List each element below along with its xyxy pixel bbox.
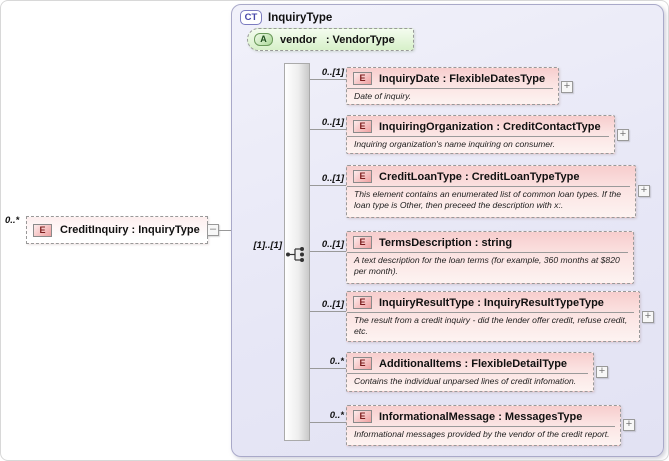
expand-icon[interactable]: +	[561, 81, 573, 93]
element-icon: E	[353, 120, 372, 133]
element-icon: E	[353, 296, 372, 309]
connector-line	[310, 311, 346, 312]
connector-line	[310, 422, 346, 423]
element-inquirydate[interactable]: E InquiryDate : FlexibleDatesType Date o…	[346, 67, 559, 105]
cardinality-label: 0..[1]	[321, 117, 344, 128]
element-annotation: The result from a credit inquiry - did t…	[354, 315, 628, 337]
element-label: InquiryDate : FlexibleDatesType	[379, 72, 546, 85]
element-annotation: Inquiring organization's name inquiring …	[354, 139, 556, 149]
element-additionalitems[interactable]: E AdditionalItems : FlexibleDetailType C…	[346, 352, 594, 392]
element-icon: E	[33, 223, 52, 237]
element-annotation: This element contains an enumerated list…	[354, 189, 622, 211]
element-creditloantype[interactable]: E CreditLoanType : CreditLoanTypeType Th…	[346, 165, 636, 218]
cardinality-label: 0..[1]	[321, 239, 344, 250]
expand-icon[interactable]: +	[642, 311, 654, 323]
element-termsdescription[interactable]: E TermsDescription : string A text descr…	[346, 231, 634, 284]
element-label: TermsDescription : string	[379, 236, 513, 249]
connector-line	[310, 368, 346, 369]
cardinality-label: 0..[1]	[321, 67, 344, 78]
element-label: CreditInquiry : InquiryType	[60, 224, 200, 236]
connector-line	[310, 251, 346, 252]
element-informationalmessage[interactable]: E InformationalMessage : MessagesType In…	[346, 405, 621, 446]
sequence-icon[interactable]	[285, 246, 309, 268]
attribute-label: vendor : VendorType	[280, 33, 395, 46]
cardinality-label: 0..[1]	[321, 299, 344, 310]
connector-line	[219, 230, 238, 231]
element-label: AdditionalItems : FlexibleDetailType	[379, 357, 568, 370]
cardinality-label: 0..*	[329, 356, 344, 367]
complextype-icon: CT	[240, 10, 262, 25]
element-annotation: Informational messages provided by the v…	[354, 429, 610, 439]
expand-icon[interactable]: +	[596, 366, 608, 378]
connector-line	[310, 129, 346, 130]
expand-icon[interactable]: +	[638, 185, 650, 197]
element-icon: E	[353, 236, 372, 249]
element-label: InquiryResultType : InquiryResultTypeTyp…	[379, 296, 604, 309]
complextype-header: CT InquiryType	[240, 10, 332, 25]
element-annotation: Date of inquiry.	[354, 91, 412, 101]
expand-icon[interactable]: +	[623, 419, 635, 431]
element-creditinquiry[interactable]: E CreditInquiry : InquiryType	[26, 216, 208, 244]
cardinality-label: 0..[1]	[321, 173, 344, 184]
attribute-icon: A	[254, 33, 273, 46]
sequence-cardinality: [1]..[1]	[253, 240, 283, 251]
element-annotation: Contains the individual unparsed lines o…	[354, 376, 577, 386]
root-cardinality: 0..*	[5, 215, 20, 226]
element-icon: E	[353, 357, 372, 370]
element-icon: E	[353, 170, 372, 183]
complextype-title: InquiryType	[268, 11, 333, 24]
element-icon: E	[353, 72, 372, 85]
element-inquiryresulttype[interactable]: E InquiryResultType : InquiryResultTypeT…	[346, 291, 640, 342]
element-label: InquiringOrganization : CreditContactTyp…	[379, 120, 601, 133]
element-annotation: A text description for the loan terms (f…	[354, 255, 620, 277]
attribute-vendor[interactable]: A vendor : VendorType	[247, 28, 414, 51]
element-label: InformationalMessage : MessagesType	[379, 410, 583, 423]
expand-icon[interactable]: +	[617, 129, 629, 141]
collapse-icon[interactable]: –	[207, 224, 219, 236]
connector-line	[310, 79, 346, 80]
sequence-bar	[284, 63, 310, 441]
element-icon: E	[353, 410, 372, 423]
element-label: CreditLoanType : CreditLoanTypeType	[379, 170, 580, 183]
cardinality-label: 0..*	[329, 410, 344, 421]
element-inquiringorganization[interactable]: E InquiringOrganization : CreditContactT…	[346, 115, 615, 154]
connector-line	[310, 185, 346, 186]
